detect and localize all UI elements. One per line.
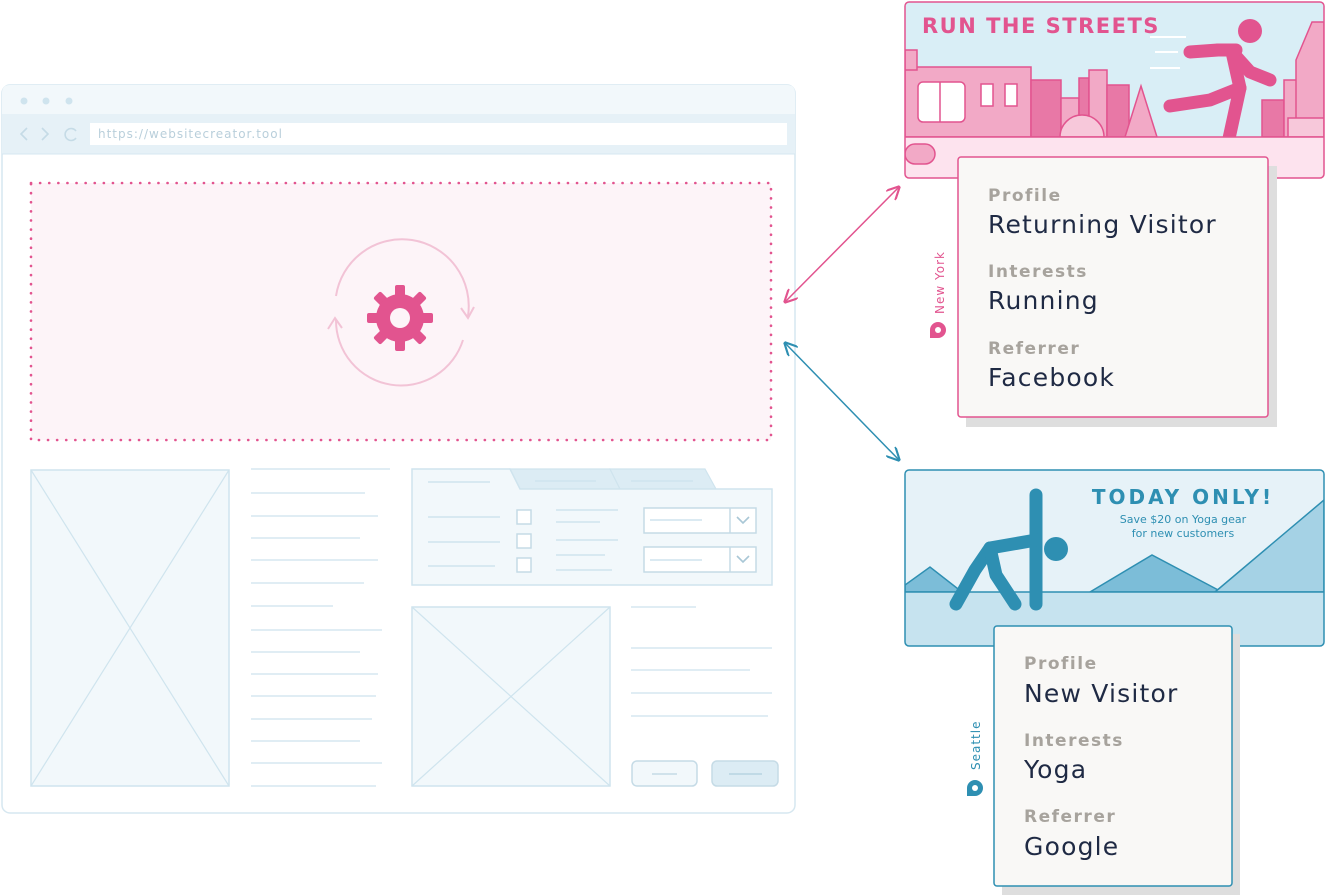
interests-value: Yoga	[1023, 755, 1087, 784]
primary-button[interactable]	[711, 760, 779, 787]
form-tab-2[interactable]	[609, 468, 718, 490]
referrer-value: Facebook	[988, 363, 1115, 392]
location-tag-new-york: New York	[930, 251, 947, 338]
gear-icon	[367, 285, 433, 351]
form-select[interactable]	[643, 546, 757, 573]
banner-subtitle: Save $20 on Yoga gear	[1120, 513, 1247, 526]
location-tag-seattle: Seattle	[967, 721, 983, 796]
address-bar[interactable]	[90, 123, 787, 145]
banner-title: TODAY ONLY!	[1092, 485, 1274, 509]
reload-icon[interactable]	[64, 127, 77, 142]
chevron-down-icon	[736, 516, 750, 525]
image-placeholder-large	[30, 469, 230, 787]
banner-title: RUN THE STREETS	[922, 14, 1160, 38]
form-checkbox[interactable]	[516, 509, 532, 525]
form-checkbox[interactable]	[516, 533, 532, 549]
pink-connector-arrow	[785, 187, 899, 302]
chevron-down-icon	[736, 555, 750, 564]
profile-value: Returning Visitor	[988, 210, 1217, 239]
banner-today-only: TODAY ONLY! Save $20 on Yoga gear for ne…	[904, 469, 1325, 647]
interests-label: Interests	[1024, 731, 1124, 751]
form-tab-1[interactable]	[509, 468, 621, 490]
city-label: Seattle	[969, 721, 983, 770]
profile-label: Profile	[988, 186, 1062, 206]
yoga-figure	[949, 488, 1068, 611]
forward-arrow-icon[interactable]	[41, 127, 50, 141]
location-pin-icon	[967, 780, 983, 796]
secondary-button[interactable]	[631, 760, 698, 787]
interests-value: Running	[988, 286, 1099, 315]
runner-figure	[1163, 19, 1277, 150]
profile-label: Profile	[1024, 654, 1098, 674]
profile-value: New Visitor	[1024, 679, 1179, 708]
form-panel	[411, 468, 773, 586]
back-arrow-icon[interactable]	[19, 127, 28, 141]
referrer-value: Google	[1024, 832, 1119, 861]
address-url: https://websitecreator.tool	[98, 127, 283, 141]
referrer-label: Referrer	[1024, 807, 1116, 827]
location-pin-icon	[930, 322, 946, 338]
blue-connector-arrow	[785, 343, 899, 460]
banner-run-the-streets: RUN THE STREETS	[904, 1, 1325, 179]
banner-subtitle: for new customers	[1132, 527, 1235, 540]
dynamic-content-region	[29, 181, 773, 442]
window-controls[interactable]	[20, 97, 73, 105]
form-checkbox[interactable]	[516, 557, 532, 573]
form-select[interactable]	[643, 507, 757, 534]
profile-card-seattle: Profile New Visitor Interests Yoga Refer…	[993, 625, 1240, 895]
profile-card-new-york: Profile Returning Visitor Interests Runn…	[957, 156, 1277, 427]
text-placeholder-column	[251, 468, 390, 787]
refresh-cycle-icon	[327, 238, 475, 387]
referrer-label: Referrer	[988, 339, 1080, 359]
text-placeholder-right	[631, 606, 772, 717]
image-placeholder-small	[411, 606, 611, 787]
city-label: New York	[933, 251, 947, 314]
interests-label: Interests	[988, 262, 1088, 282]
